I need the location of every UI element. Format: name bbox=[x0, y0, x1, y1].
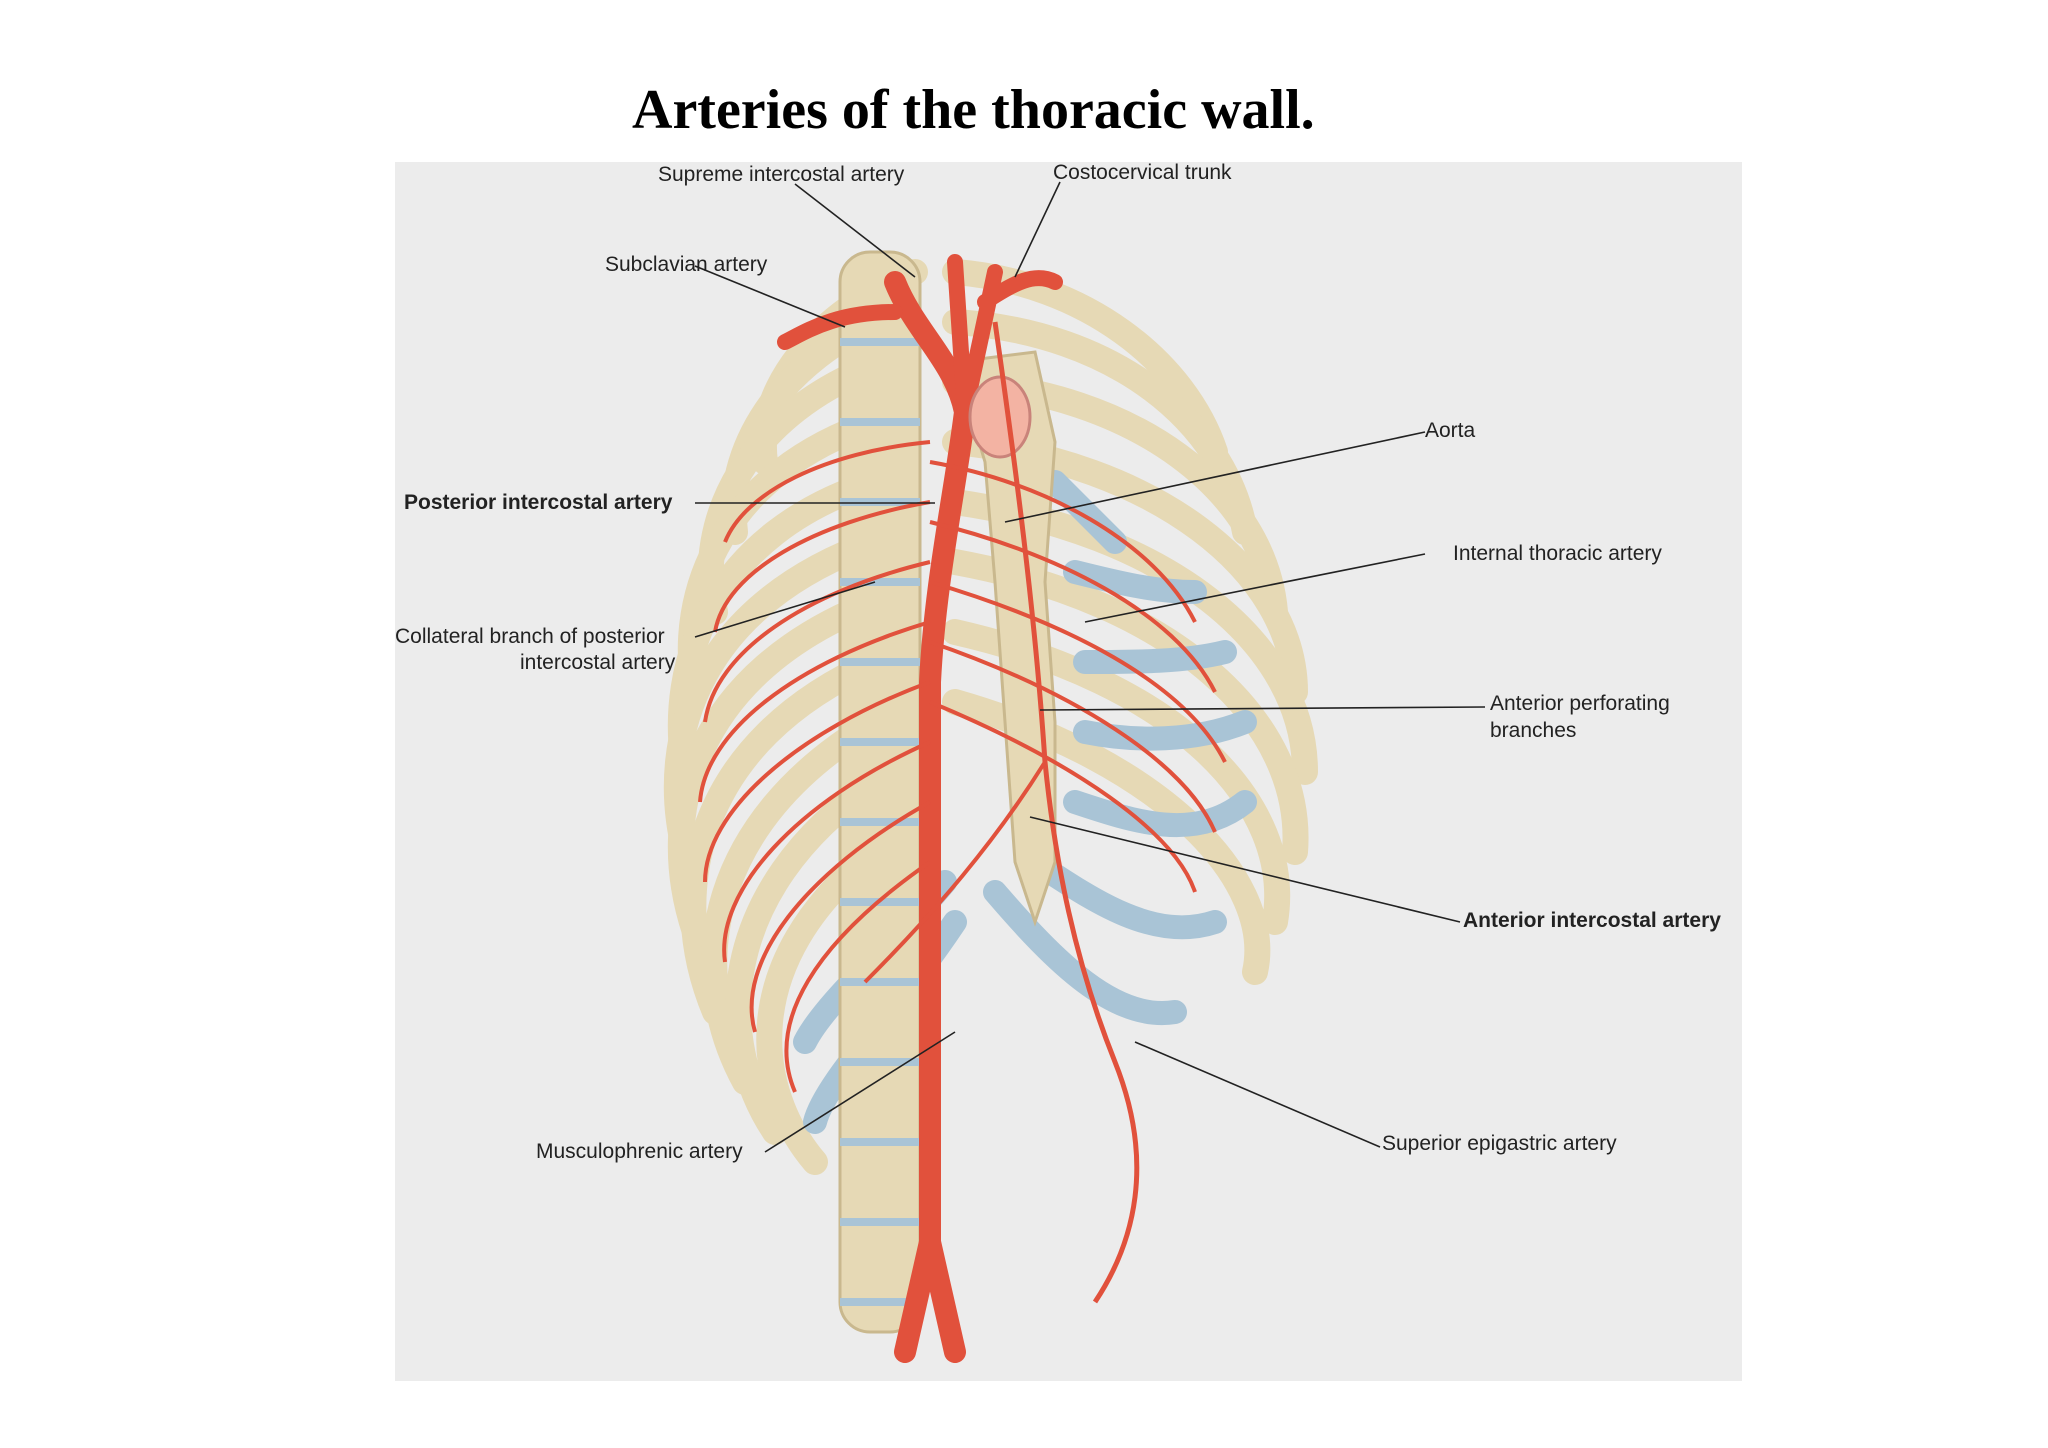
label-costocervical-trunk: Costocervical trunk bbox=[1053, 161, 1232, 184]
ascending-aorta bbox=[968, 375, 1032, 459]
label-anterior-perforating-line2: branches bbox=[1490, 719, 1577, 742]
vertebral-column bbox=[838, 250, 922, 1334]
label-supreme-intercostal-artery: Supreme intercostal artery bbox=[658, 163, 905, 186]
thoracic-wall-illustration: Supreme intercostal artery Costocervical… bbox=[395, 161, 1742, 1381]
musculophrenic-artery-path bbox=[863, 760, 1047, 984]
label-posterior-intercostal-artery: Posterior intercostal artery bbox=[404, 491, 673, 514]
label-anterior-perforating-line1: Anterior perforating bbox=[1490, 692, 1670, 715]
label-superior-epigastric-artery: Superior epigastric artery bbox=[1382, 1132, 1617, 1155]
thorax-drawing bbox=[663, 181, 1486, 1363]
aorta bbox=[884, 271, 976, 1363]
label-anterior-intercostal-artery: Anterior intercostal artery bbox=[1463, 909, 1721, 932]
label-collateral-branch-line1: Collateral branch of posterior bbox=[395, 625, 665, 648]
sternum bbox=[953, 350, 1057, 927]
label-subclavian-artery: Subclavian artery bbox=[605, 253, 768, 276]
internal-thoracic-artery bbox=[992, 321, 1140, 1304]
label-collateral-branch-line2: intercostal artery bbox=[520, 651, 676, 674]
label-internal-thoracic-artery: Internal thoracic artery bbox=[1453, 542, 1662, 565]
left-ribs bbox=[663, 259, 928, 1175]
label-aorta: Aorta bbox=[1425, 419, 1476, 442]
title-text: Arteries of the thoracic wall. bbox=[632, 79, 1315, 141]
label-musculophrenic-artery: Musculophrenic artery bbox=[536, 1140, 743, 1163]
leader-lines bbox=[694, 181, 1486, 1153]
intercostal-arteries bbox=[698, 440, 1227, 1093]
aortic-arch-vessels bbox=[777, 254, 1063, 420]
